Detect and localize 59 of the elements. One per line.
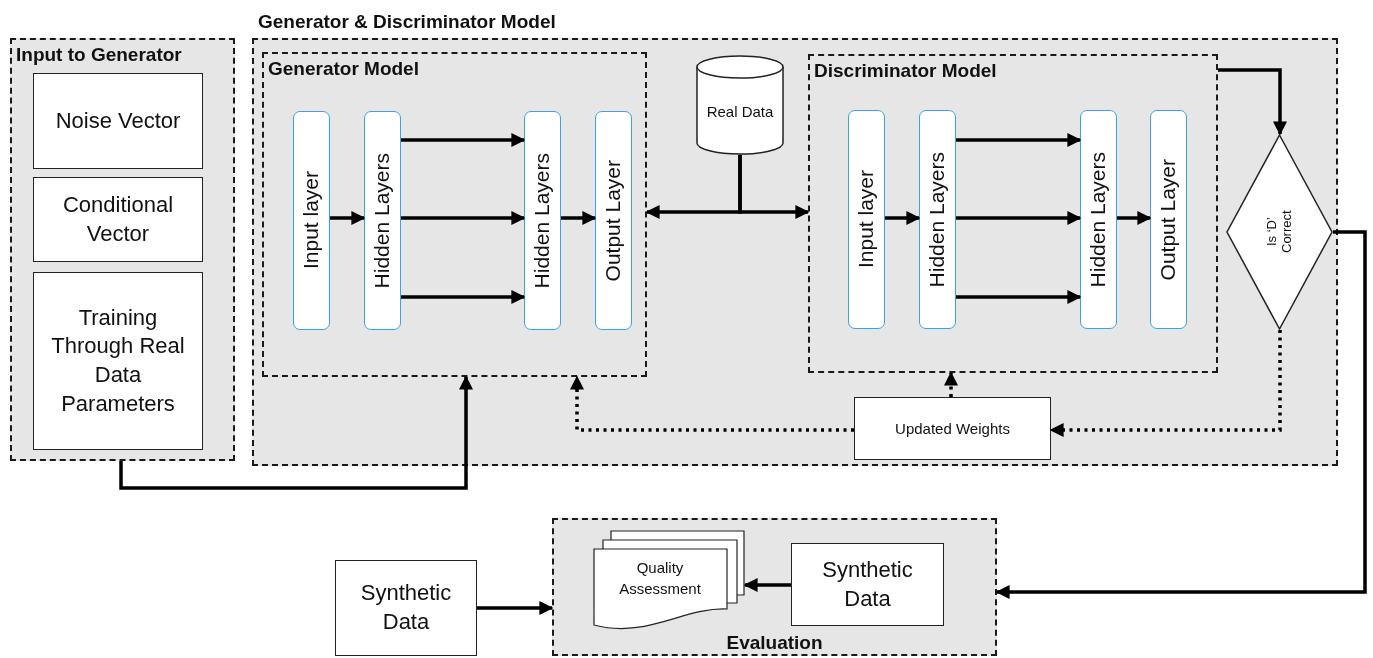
arrow <box>401 211 526 225</box>
layer-box <box>1150 110 1187 329</box>
arrow <box>738 155 810 219</box>
arrow <box>330 211 366 225</box>
process-box <box>791 543 944 626</box>
arrow <box>956 290 1082 304</box>
dashed-group-panel <box>552 518 997 656</box>
layer-label: Input layer <box>854 170 879 269</box>
layer-box <box>1080 110 1117 329</box>
arrow <box>119 375 473 490</box>
layer-box <box>919 110 956 329</box>
arrow <box>956 211 1082 225</box>
arrow <box>401 290 526 304</box>
group-heading: Input to Generator <box>16 44 182 66</box>
layer-label: Hidden Layers <box>925 151 950 288</box>
box-label: Noise Vector <box>55 106 181 135</box>
layer-label: Hidden Layers <box>530 152 555 289</box>
box-label: Training Through Real Data Parameters <box>50 303 186 418</box>
group-heading: Generator & Discriminator Model <box>258 11 556 33</box>
database-label: Real Data <box>706 101 774 122</box>
arrow <box>885 211 921 225</box>
process-box <box>33 272 203 450</box>
layer-label: Output Layer <box>1156 158 1181 281</box>
dotted-arrow <box>1049 330 1282 437</box>
process-box <box>33 73 203 169</box>
arrow <box>401 133 526 147</box>
process-box <box>33 177 203 262</box>
dotted-arrow <box>570 375 854 432</box>
box-label: Synthetic Data <box>821 555 914 613</box>
process-box <box>335 560 477 656</box>
arrow <box>956 133 1082 147</box>
document-label: Quality Assessment <box>618 558 702 599</box>
arrow <box>561 211 597 225</box>
arrow <box>743 578 791 592</box>
arrow <box>995 230 1367 599</box>
layer-label: Output Layer <box>601 159 626 282</box>
arrow <box>477 601 554 615</box>
group-heading: Discriminator Model <box>814 60 997 82</box>
layer-label: Input layer <box>299 171 324 270</box>
dotted-arrow <box>944 371 958 397</box>
decision-label: Is ‘D’ Correct <box>1264 209 1295 256</box>
layer-box <box>364 111 401 330</box>
arrow <box>1218 68 1287 136</box>
layer-box <box>293 111 330 330</box>
box-label: Updated Weights <box>895 418 1010 439</box>
layer-box <box>595 111 632 330</box>
group-heading: Evaluation <box>726 632 823 654</box>
layer-box <box>848 110 885 329</box>
dashed-group-panel <box>808 54 1218 373</box>
dashed-group-panel <box>10 38 235 461</box>
group-heading: Generator Model <box>268 58 419 80</box>
arrow <box>1117 211 1152 225</box>
layer-label: Hidden Layers <box>1086 151 1111 288</box>
layer-box <box>524 111 561 330</box>
layer-label: Hidden Layers <box>370 152 395 289</box>
box-label: Synthetic Data <box>359 579 453 636</box>
dashed-group-panel <box>262 52 647 377</box>
process-box <box>854 397 1051 460</box>
box-label: Conditional Vector <box>61 190 175 248</box>
